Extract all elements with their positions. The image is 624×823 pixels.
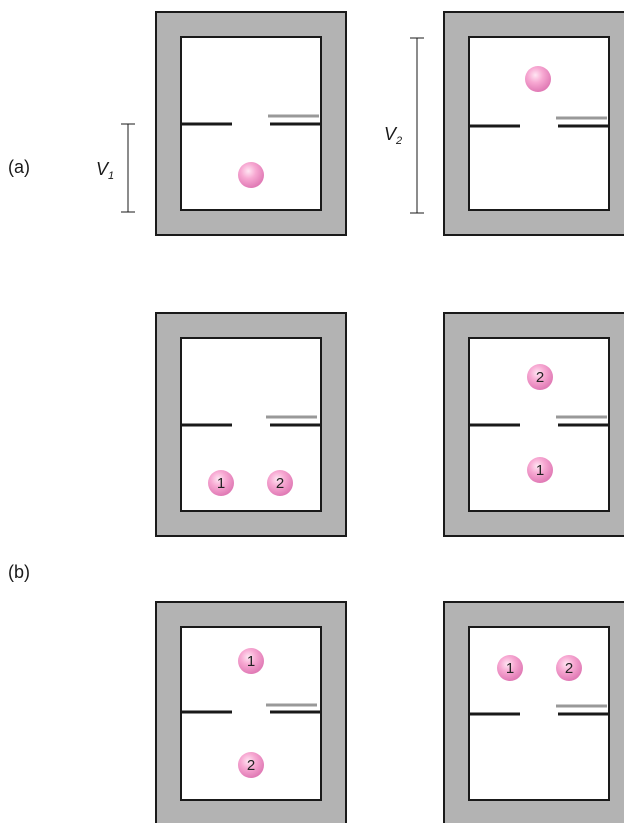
particle-label: 1 xyxy=(506,660,514,677)
box-a-right xyxy=(443,11,624,236)
particle-label: 2 xyxy=(247,757,255,774)
particle: 2 xyxy=(556,655,582,681)
box-b1-left: 1 2 xyxy=(155,312,347,537)
volume-label-v2: V2 xyxy=(384,124,402,147)
box-interior xyxy=(468,36,610,211)
particle: 2 xyxy=(267,470,293,496)
particle-label: 2 xyxy=(565,660,573,677)
panel-label-a: (a) xyxy=(8,157,30,177)
particle-label: 1 xyxy=(217,475,225,492)
particle: 2 xyxy=(527,364,553,390)
particle: 1 xyxy=(497,655,523,681)
volume-label-v1: V1 xyxy=(96,159,114,182)
particle-label: 2 xyxy=(276,475,284,492)
particle: 1 xyxy=(208,470,234,496)
particle-label: 2 xyxy=(536,369,544,386)
particle xyxy=(525,66,551,92)
particle: 1 xyxy=(527,457,553,483)
particle: 1 xyxy=(238,648,264,674)
box-b1-right: 2 1 xyxy=(443,312,624,537)
box-a-left xyxy=(155,11,347,236)
particle-label: 1 xyxy=(247,653,255,670)
volume-bracket-v1 xyxy=(121,123,135,213)
volume-bracket-v2 xyxy=(410,37,424,214)
panel-label-b: (b) xyxy=(8,562,30,582)
particle xyxy=(238,162,264,188)
particle: 2 xyxy=(238,752,264,778)
particle-label: 1 xyxy=(536,462,544,479)
box-b2-left: 1 2 xyxy=(155,601,347,823)
box-b2-right: 1 2 xyxy=(443,601,624,823)
